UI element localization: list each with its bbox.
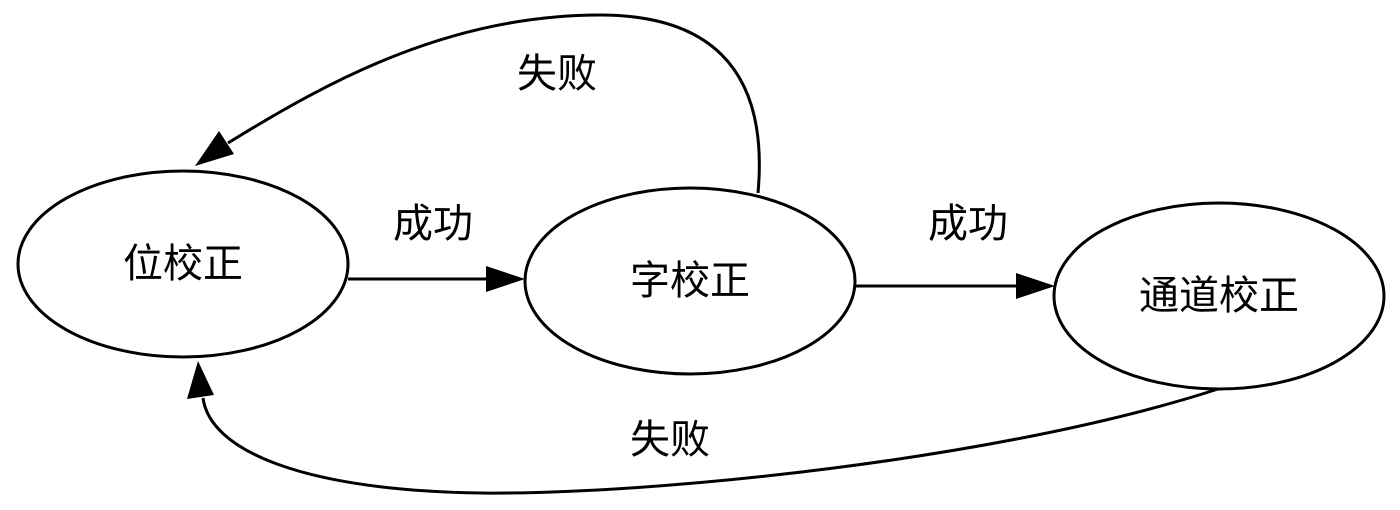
node-word-correction-label: 字校正	[630, 258, 750, 304]
node-channel-correction-label: 通道校正	[1139, 273, 1299, 319]
edge-word-to-bit: 失败	[195, 13, 761, 194]
edge-word-to-bit-line	[227, 13, 761, 194]
edge-channel-to-bit-line	[201, 387, 1219, 495]
edge-word-to-channel: 成功	[855, 201, 1055, 299]
node-bit-correction-label: 位校正	[123, 241, 243, 287]
node-bit-correction-shape	[16, 169, 350, 359]
node-word-correction-shape	[523, 186, 857, 376]
edge-channel-to-bit-arrowhead	[187, 361, 214, 399]
edge-channel-to-bit-label: 失败	[630, 417, 710, 463]
node-bit-correction: 位校正	[16, 169, 350, 359]
node-word-correction: 字校正	[523, 186, 857, 376]
edge-bit-to-word-label: 成功	[393, 201, 473, 247]
edge-word-to-channel-arrowhead	[1016, 273, 1055, 299]
edge-bit-to-word-arrowhead	[486, 266, 525, 292]
edge-channel-to-bit: 失败	[187, 361, 1219, 495]
edge-word-to-bit-label: 失败	[517, 51, 597, 97]
node-channel-correction-shape	[1052, 201, 1386, 391]
edge-bit-to-word: 成功	[348, 201, 525, 292]
edge-word-to-bit-arrowhead	[195, 131, 234, 166]
node-channel-correction: 通道校正	[1052, 201, 1386, 391]
edge-word-to-channel-label: 成功	[928, 201, 1008, 247]
